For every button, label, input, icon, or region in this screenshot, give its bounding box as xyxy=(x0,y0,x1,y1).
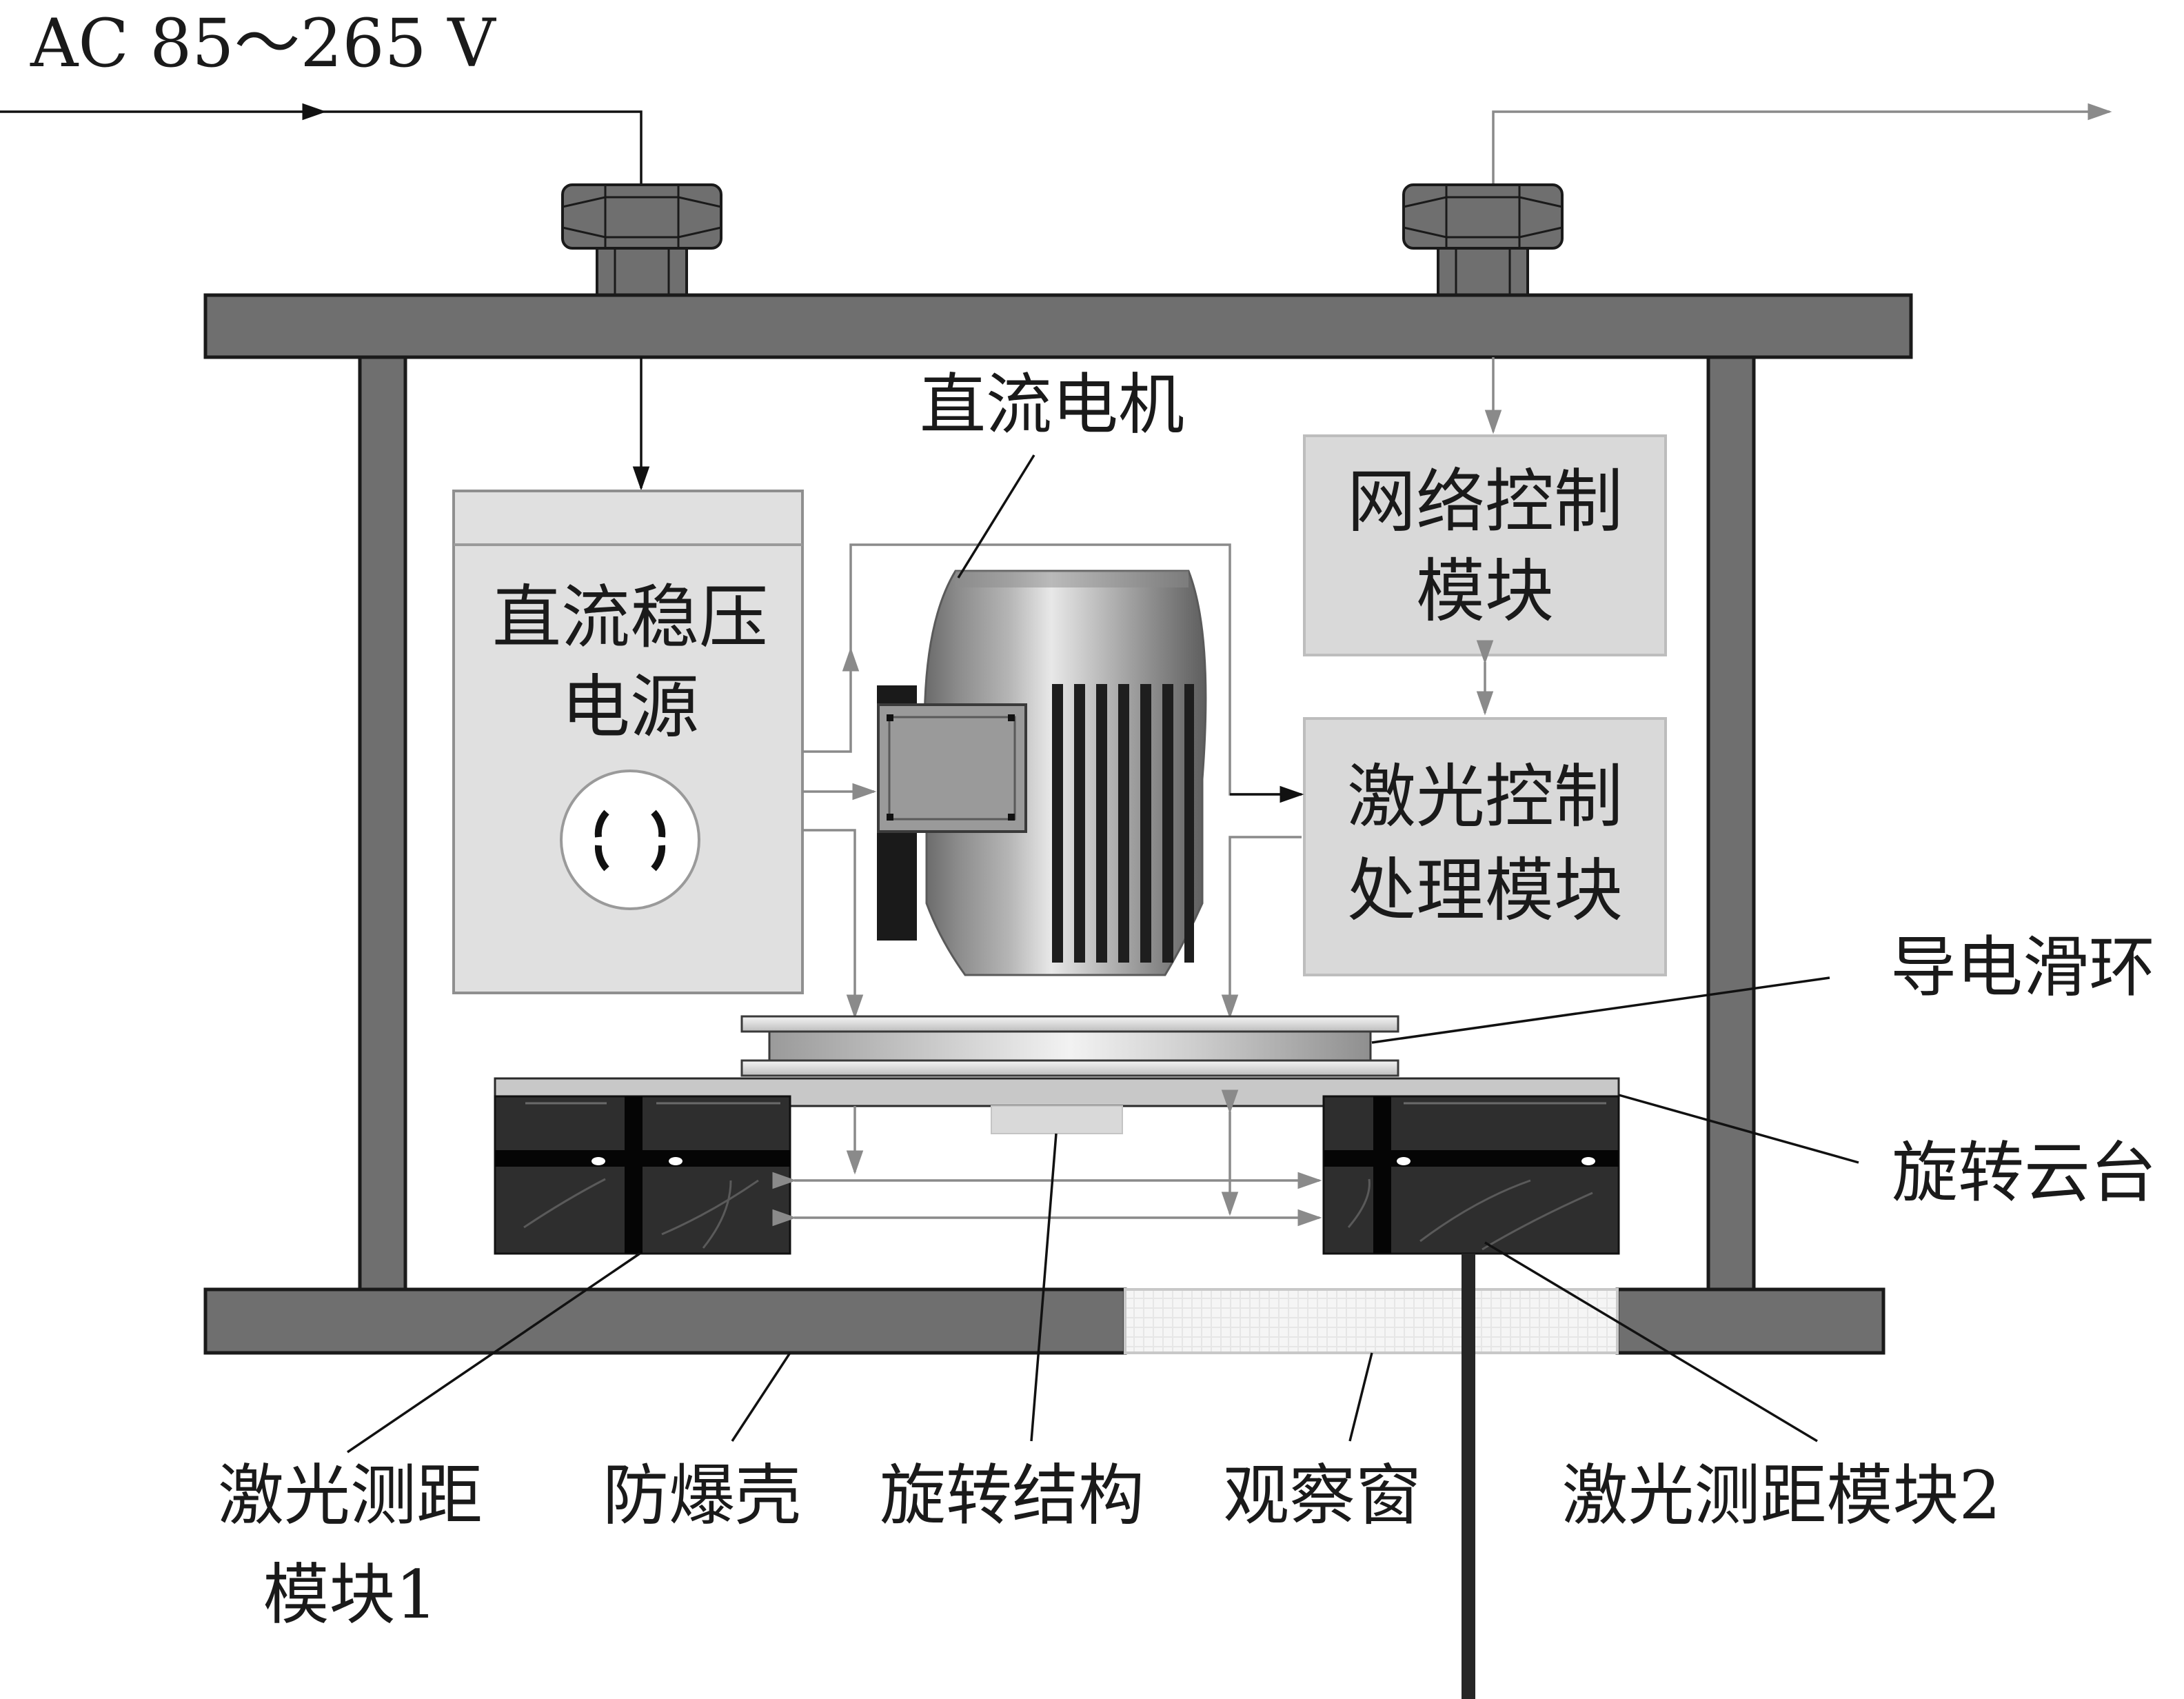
laser-ranging-module-1 xyxy=(494,1095,791,1255)
laser-module1-label-line2: 模块1 xyxy=(263,1556,437,1633)
observation-window xyxy=(1124,1288,1619,1354)
power-socket-icon xyxy=(560,770,700,910)
housing-right-wall xyxy=(1706,355,1756,1291)
laser-module1-label-line1: 激光测距 xyxy=(218,1457,483,1534)
slip-ring-label: 导电滑环 xyxy=(1890,929,2155,1006)
psu-down-wire xyxy=(802,829,864,1019)
laser-control-label-line1: 激光控制 xyxy=(1347,756,1623,837)
input-voltage-label: AC 85～265 V xyxy=(30,5,496,82)
network-control-module xyxy=(1303,434,1667,656)
laser1-leader-line xyxy=(347,1252,640,1454)
motor-leader-line xyxy=(957,454,1035,579)
power-supply-label-line2: 电源 xyxy=(561,667,699,747)
rotating-structure-hub xyxy=(991,1105,1123,1134)
explosion-proof-housing xyxy=(203,293,1913,1355)
shell-leader-line xyxy=(731,1352,791,1442)
psu-to-motor-wire xyxy=(802,647,860,753)
rotating-structure-label: 旋转结构 xyxy=(880,1457,1144,1534)
network-output-line xyxy=(1492,103,2112,190)
power-feed-line xyxy=(324,110,643,190)
network-module-label-line1: 网络控制 xyxy=(1347,461,1623,542)
laser-beam xyxy=(1462,1254,1475,1699)
rotary-platform-label: 旋转云台 xyxy=(1892,1134,2156,1212)
conductive-slip-ring xyxy=(740,1015,1399,1077)
right-cable-gland xyxy=(1402,183,1564,296)
laser-ranging-module-2 xyxy=(1322,1095,1620,1255)
rotating-structure-leader-line xyxy=(1030,1133,1058,1442)
dc-motor-label: 直流电机 xyxy=(920,366,1184,443)
observation-window-label: 观察窗 xyxy=(1223,1457,1422,1534)
dc-power-supply xyxy=(452,490,804,994)
laser-ctrl-down-wire xyxy=(1221,836,1302,1019)
housing-bottom-plate-left xyxy=(203,1287,1127,1355)
laser-control-module xyxy=(1303,717,1667,976)
slip-ring-leader-line xyxy=(1371,976,1830,1044)
power-supply-label-line1: 直流稳压 xyxy=(492,577,768,658)
housing-left-wall xyxy=(358,355,407,1291)
left-cable-gland xyxy=(561,183,722,296)
housing-bottom-plate-right xyxy=(1615,1287,1885,1355)
laser-module2-label: 激光测距模块2 xyxy=(1561,1457,2001,1534)
window-leader-line xyxy=(1348,1352,1373,1442)
laser2-leader-line xyxy=(1484,1241,1818,1442)
housing-top-plate xyxy=(203,293,1913,359)
motor-junction-box xyxy=(877,703,1027,833)
network-module-label-line2: 模块 xyxy=(1416,551,1554,632)
platform-leader-line xyxy=(1618,1094,1859,1164)
explosion-shell-label: 防爆壳 xyxy=(603,1457,801,1534)
laser-control-label-line2: 处理模块 xyxy=(1347,850,1623,931)
dc-motor xyxy=(877,570,1207,976)
